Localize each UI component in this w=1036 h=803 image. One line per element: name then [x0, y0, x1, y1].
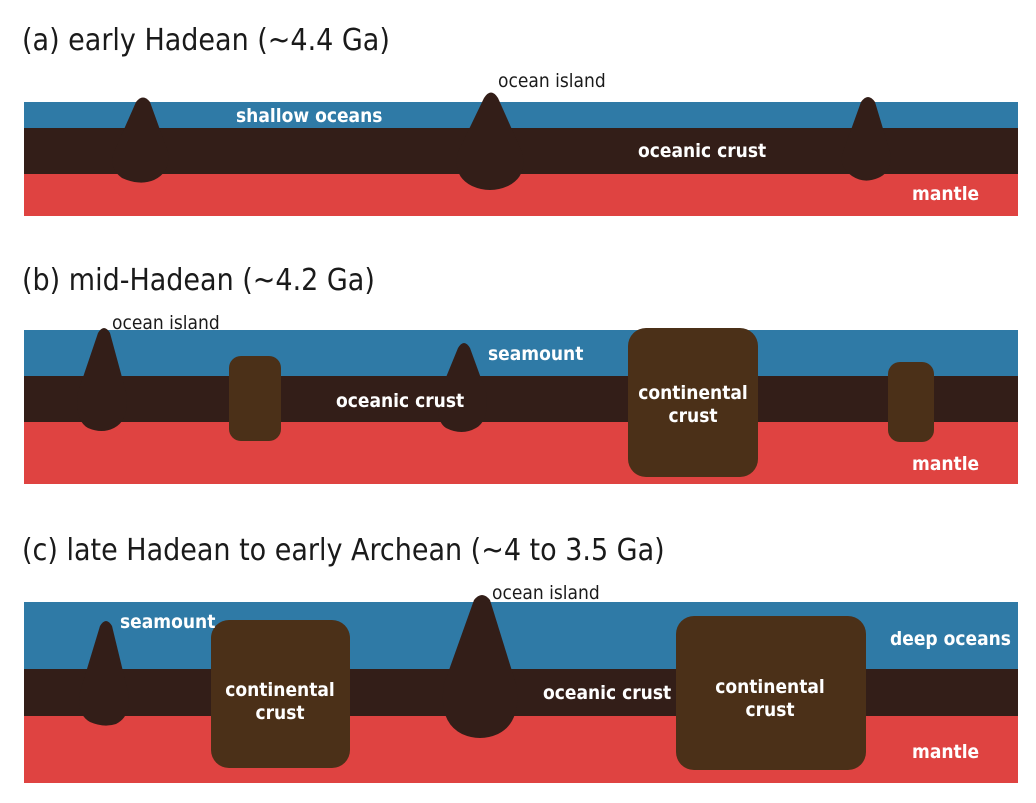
- panel-b-small-continent-left: [229, 356, 281, 441]
- panel-c-continental-crust-left-label-line2: crust: [255, 702, 304, 724]
- panel-b-ocean-layer: [24, 330, 1018, 376]
- panel-a-volcano-left: [112, 97, 169, 183]
- panel-c-continental-crust-right: [676, 616, 866, 770]
- panel-c-continental-crust-right-label-line1: continental: [715, 676, 825, 698]
- panel-a-ocean-island: [456, 92, 524, 190]
- panel-c-ocean-island: [442, 595, 518, 738]
- panel-c-continental-crust-left-label-line1: continental: [225, 679, 335, 701]
- panel-c-oceanic-crust-layer: [24, 669, 1018, 716]
- panel-b-mantle-label: mantle: [912, 453, 979, 475]
- panel-b-continental-crust-label-line2: crust: [668, 405, 717, 427]
- panel-b-continental-crust-label-line1: continental: [638, 382, 748, 404]
- panel-b: (b) mid-Hadean (~4.2 Ga) ocean island se…: [22, 263, 1018, 484]
- panel-a-shallow-oceans-label: shallow oceans: [236, 105, 382, 127]
- panel-a-mantle-layer: [24, 174, 1018, 216]
- panel-a-ocean-island-label: ocean island: [498, 70, 606, 92]
- panel-c-continental-crust-left: [211, 620, 350, 768]
- panel-b-continental-crust: [628, 328, 758, 477]
- panel-b-ocean-island-label: ocean island: [112, 312, 220, 334]
- panel-c-seamount-label: seamount: [120, 611, 215, 633]
- panel-b-seamount: [438, 343, 487, 432]
- panel-c-deep-oceans-label: deep oceans: [890, 628, 1011, 650]
- panel-c-ocean-island-label: ocean island: [492, 582, 600, 604]
- panel-b-oceanic-crust-label: oceanic crust: [336, 390, 464, 412]
- panel-a-volcano-right: [841, 97, 891, 181]
- panel-a-mantle-label: mantle: [912, 183, 979, 205]
- panel-b-mantle-layer: [24, 422, 1018, 484]
- panel-b-seamount-label: seamount: [488, 343, 583, 365]
- panel-b-oceanic-crust-layer: [24, 376, 1018, 422]
- panel-c-continental-crust-right-label-line2: crust: [745, 699, 794, 721]
- panel-c-oceanic-crust-label: oceanic crust: [543, 682, 671, 704]
- panel-a-ocean-layer: [24, 102, 1018, 128]
- panel-a-title: (a) early Hadean (~4.4 Ga): [22, 23, 390, 58]
- panel-c-title: (c) late Hadean to early Archean (~4 to …: [22, 533, 665, 568]
- panel-b-small-continent-right: [888, 362, 934, 442]
- panel-c-mantle-label: mantle: [912, 741, 979, 763]
- panel-b-title: (b) mid-Hadean (~4.2 Ga): [22, 263, 375, 298]
- panel-a: (a) early Hadean (~4.4 Ga) ocean island …: [22, 23, 1018, 216]
- panel-c-mantle-layer: [24, 716, 1018, 783]
- panel-c: (c) late Hadean to early Archean (~4 to …: [22, 533, 1018, 783]
- panel-c-seamount: [79, 621, 129, 726]
- panel-a-oceanic-crust-label: oceanic crust: [638, 140, 766, 162]
- panel-b-ocean-island: [77, 328, 127, 431]
